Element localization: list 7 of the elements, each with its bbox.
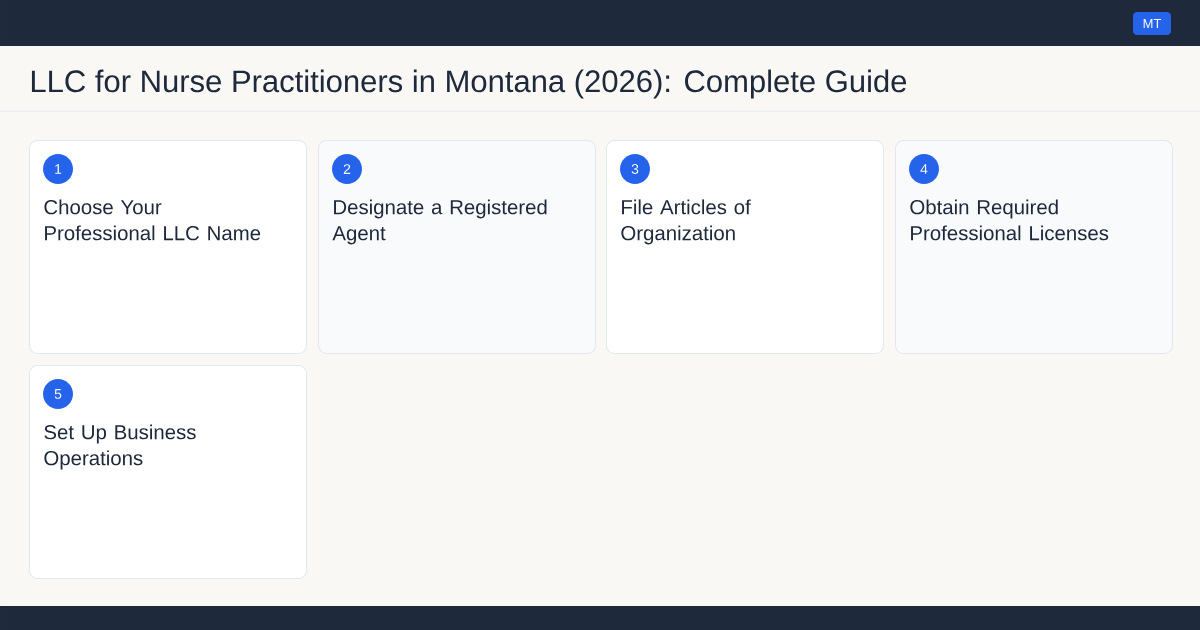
page-title: LLC for Nurse Practitioners in Montana (2026): Complete Guide bbox=[31, 69, 907, 99]
state-badge: MT bbox=[1133, 12, 1171, 35]
step-number-badge: 2 bbox=[332, 154, 362, 184]
step-number-badge: 5 bbox=[43, 379, 73, 409]
step-number-badge: 3 bbox=[620, 154, 650, 184]
step-number-badge: 4 bbox=[909, 154, 939, 184]
step-number-badge: 1 bbox=[43, 154, 73, 184]
